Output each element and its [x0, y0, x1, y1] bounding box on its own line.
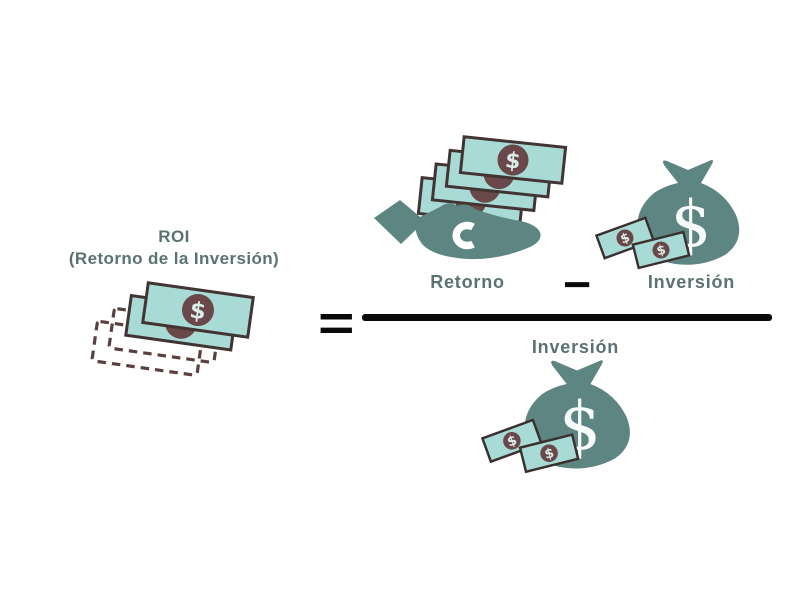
fraction-bar	[362, 314, 772, 321]
inversion-denominator-label: Inversión	[531, 337, 620, 357]
money-bag-icon: $ $ $	[480, 360, 630, 474]
inversion-numerator-label: Inversión	[647, 272, 736, 292]
banknote-small: $	[480, 418, 543, 464]
money-stack-icon: $	[90, 281, 255, 377]
banknote-small: $	[594, 216, 656, 260]
retorno-label: Retorno	[430, 272, 505, 292]
minus-sign: −	[563, 258, 592, 310]
hand-cuff	[374, 200, 425, 244]
money-bag-icon: $ $ $	[594, 160, 740, 270]
coin-circle	[182, 294, 214, 326]
hand-receiving-money-icon: $	[374, 135, 568, 260]
dollar-icon: $	[655, 243, 667, 260]
roi-heading-line1: ROI	[158, 227, 190, 246]
dollar-icon: $	[504, 148, 522, 174]
banknote: $	[458, 135, 568, 185]
dollar-icon: $	[188, 297, 207, 325]
thumb-curl	[452, 221, 475, 250]
banknote: $	[141, 281, 255, 339]
banknote-small: $	[518, 433, 580, 474]
roi-heading: ROI (Retorno de la Inversión)	[14, 226, 334, 270]
roi-heading-line2: (Retorno de la Inversión)	[68, 249, 280, 268]
hand-palm	[415, 203, 541, 260]
equals-sign: =	[318, 295, 355, 351]
dollar-icon: $	[543, 446, 556, 463]
banknote-small: $	[631, 230, 691, 270]
coin-circle	[497, 144, 529, 176]
